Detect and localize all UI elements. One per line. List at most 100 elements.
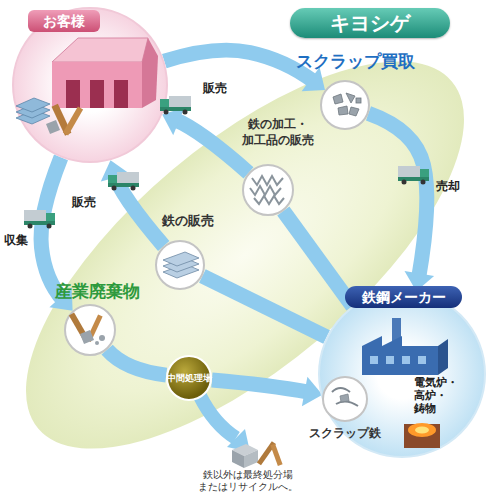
waste-icon <box>95 341 99 345</box>
furnace-illustration <box>415 427 429 434</box>
connector-band <box>212 380 309 392</box>
connector-arrow <box>212 377 323 407</box>
waste-icon <box>80 330 94 344</box>
edge-label: 収集 <box>4 232 28 249</box>
waste-icon <box>69 313 89 342</box>
node-title: スクラップ鉄 <box>305 425 385 442</box>
junk-illustration <box>270 444 282 466</box>
truck-icon <box>108 172 139 191</box>
node-title: お客様 <box>28 10 100 32</box>
furnace-illustration <box>404 423 440 448</box>
truck-icon <box>117 172 139 184</box>
plate-icon <box>163 252 199 278</box>
node-outline <box>322 376 368 422</box>
scrap-icon <box>349 107 359 116</box>
scrap-iron-circle: スクラップ鉄 <box>322 376 368 422</box>
warehouse-illustration <box>90 80 104 108</box>
customer-area: お客様 <box>12 7 168 163</box>
factory-illustration <box>418 356 426 364</box>
scrap-purchase-circle: スクラップ買取 <box>320 80 370 130</box>
factory-illustration <box>370 356 378 364</box>
junk-illustration <box>232 450 244 468</box>
wood-waste-illustration <box>63 107 83 136</box>
connector-band <box>107 350 166 376</box>
connector-arrow <box>162 108 248 173</box>
plate-stack-illustration <box>16 110 50 124</box>
factory-illustration <box>362 318 448 375</box>
industrial-waste-circle: 産業廃棄物 <box>64 304 116 356</box>
warehouse-illustration <box>114 80 128 108</box>
truck-icon <box>420 169 429 179</box>
node-outline-circle <box>65 305 115 355</box>
scrap-icon <box>346 93 355 103</box>
truck-icon <box>160 96 191 115</box>
node-outline <box>64 304 116 356</box>
plate-stack-illustration <box>16 98 50 124</box>
node-outline <box>155 240 205 290</box>
truck-icon <box>28 224 33 229</box>
node-outline-circle <box>321 81 369 129</box>
scrap-iron-icon <box>332 388 358 406</box>
factory-illustration <box>362 336 438 375</box>
warehouse-illustration <box>52 38 148 62</box>
node-outline-circle <box>167 356 211 400</box>
connector-band <box>283 211 352 306</box>
factory-illustration <box>402 356 410 364</box>
truck-icon <box>183 110 188 115</box>
connector-band <box>164 50 313 81</box>
junk-illustration <box>257 441 276 465</box>
waste-icon <box>86 314 102 341</box>
note-label: 鉄以外は最終処分場 またはリサイクルへ。 <box>193 469 303 493</box>
connector-band <box>369 113 427 277</box>
truck-icon <box>160 107 191 111</box>
truck-icon <box>421 180 426 185</box>
truck-icon <box>160 99 169 109</box>
connector-band <box>202 276 326 337</box>
truck-icon <box>24 210 55 229</box>
truck-icon <box>398 166 420 178</box>
connector-arrow <box>369 113 435 291</box>
edge-label: 販売 <box>72 194 96 211</box>
node-title: 鉄の販売 <box>153 212 223 230</box>
node-title: 産業廃棄物 <box>42 280 152 303</box>
edge-label: 販売 <box>203 80 227 97</box>
scrap-iron-icon <box>336 401 358 406</box>
furnace-illustration <box>404 424 440 448</box>
node-outline <box>242 164 294 216</box>
truck-icon <box>112 186 117 191</box>
truck-icon <box>164 110 169 115</box>
wood-waste-illustration <box>52 104 72 136</box>
truck-icon <box>47 224 52 229</box>
waste-icon <box>69 313 105 345</box>
connector-band <box>114 174 164 246</box>
node-note: 電気炉・ 高炉・ 鋳物 <box>414 376 466 415</box>
connector-arrow <box>202 276 326 337</box>
truck-icon <box>398 166 429 185</box>
scrap-icon <box>333 93 361 116</box>
factory-illustration <box>438 339 448 375</box>
intermediate-plant-circle: 中間処理場 <box>166 355 212 401</box>
factory-illustration <box>392 318 401 344</box>
company-tab: キヨシゲ <box>290 8 450 38</box>
waste-icon <box>99 335 105 341</box>
junk-illustration <box>232 444 258 456</box>
warehouse-illustration <box>66 80 80 108</box>
scrap-icon <box>356 98 361 103</box>
connector-band <box>41 157 63 300</box>
factory-illustration <box>386 356 394 364</box>
connector-band <box>175 120 248 173</box>
scrap-icon <box>333 94 343 104</box>
plate-icon <box>163 264 199 278</box>
node-outline-circle <box>156 241 204 289</box>
truck-icon <box>24 210 46 222</box>
truck-icon <box>108 183 139 187</box>
spring-icon <box>250 186 281 195</box>
node-title: キヨシゲ <box>290 8 450 38</box>
scrap-icon <box>338 106 348 115</box>
wood-waste-illustration <box>46 104 83 136</box>
junk-illustration <box>232 441 283 468</box>
edge-label: 売却 <box>436 178 460 195</box>
scrap-iron-icon <box>340 394 349 402</box>
